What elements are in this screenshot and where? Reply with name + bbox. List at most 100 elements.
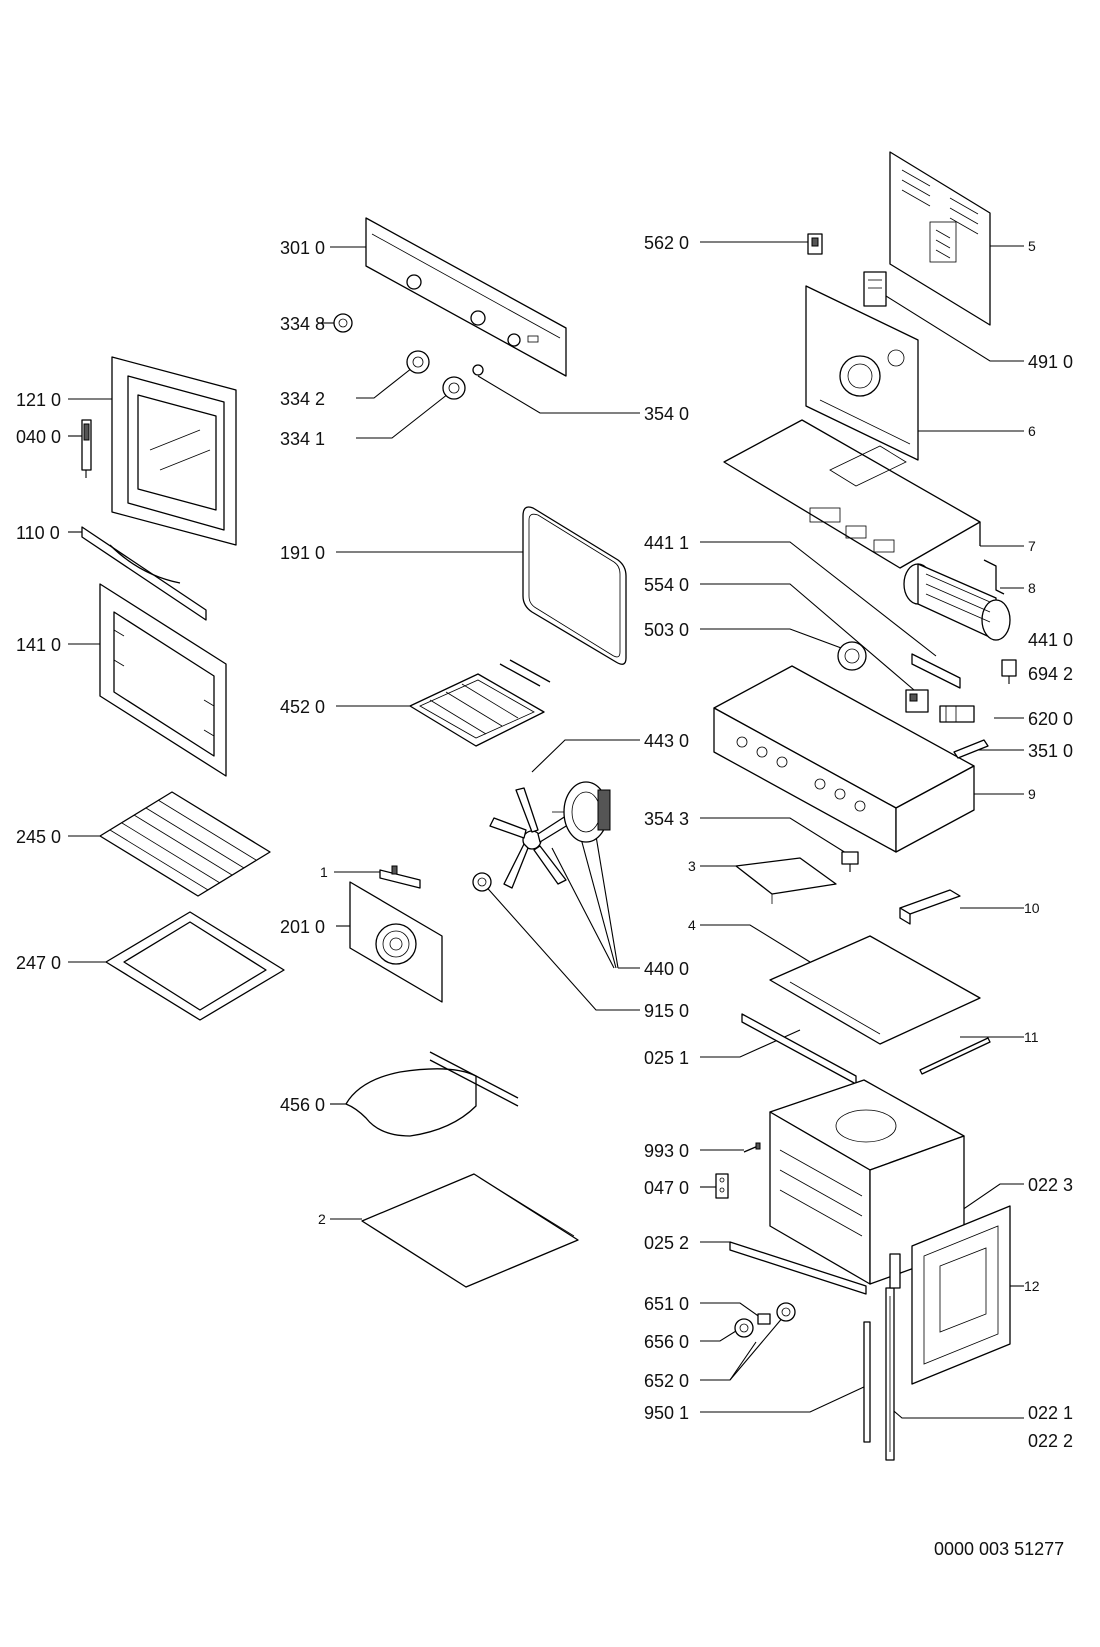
part-tangential-fan-441 [903,563,1011,641]
label-12: 12 [1024,1278,1040,1294]
part-back-wall-6 [805,285,919,461]
part-handle-110 [81,526,207,621]
label-3341: 334 1 [280,429,325,449]
label-8: 8 [1028,580,1036,596]
label-6942: 694 2 [1028,664,1073,684]
part-rear-fan-cover-201 [349,881,443,1003]
label-4400: 440 0 [644,959,689,979]
label-0251: 025 1 [644,1048,689,1068]
part-rail-11 [919,1037,991,1075]
part-oven-cavity [769,1079,965,1285]
label-9: 9 [1028,786,1036,802]
part-knob-6510 [757,1313,771,1325]
part-switch-562 [807,233,823,255]
label-3543: 354 3 [644,809,689,829]
part-cable-8 [983,559,1005,595]
label-5540: 554 0 [644,575,689,595]
part-support-0223 [889,1253,901,1289]
part-top-cover-7 [723,419,981,569]
label-1410: 141 0 [16,635,61,655]
part-rail-0252 [729,1241,867,1295]
part-knob-3348 [333,313,353,333]
label-11: 11 [1024,1029,1039,1045]
part-hinge-040 [81,419,92,478]
part-relay-554 [905,689,929,713]
label-2470: 247 0 [16,953,61,973]
part-bracket-10 [899,889,961,925]
part-side-strip-0221 [885,1287,895,1461]
part-hinge-047 [715,1173,729,1199]
part-fan-blade-443 [489,787,577,889]
label-0221: 022 1 [1028,1403,1073,1423]
part-screw-993 [743,1142,761,1153]
label-9150: 915 0 [644,1001,689,1021]
label-3: 3 [688,858,696,874]
part-lamp-351 [953,739,989,759]
label-4520: 452 0 [280,697,325,717]
part-rear-panel-5 [889,151,991,326]
label-5620: 562 0 [644,233,689,253]
label-0400: 040 0 [16,427,61,447]
part-lamp-socket-3543 [841,851,859,872]
part-bracket-3 [735,857,837,904]
label-6510: 651 0 [644,1294,689,1314]
label-3342: 334 2 [280,389,325,409]
part-door-seal-191 [522,506,627,665]
part-nut-915 [472,872,492,892]
label-6560: 656 0 [644,1332,689,1352]
label-3010: 301 0 [280,238,325,258]
label-1210: 121 0 [16,390,61,410]
label-1100: 110 0 [16,523,60,543]
part-switch-620 [939,705,975,723]
part-front-frame-12 [911,1205,1011,1385]
label-4: 4 [688,917,696,933]
part-connector-6942 [1001,659,1017,684]
label-7: 7 [1028,538,1036,554]
part-control-box-9 [713,665,975,853]
label-9930: 993 0 [644,1141,689,1161]
label-0223: 022 3 [1028,1175,1073,1195]
label-3540: 354 0 [644,404,689,424]
label-6520: 652 0 [644,1371,689,1391]
label-2450: 245 0 [16,827,61,847]
part-bottom-panel-2 [361,1173,579,1288]
part-top-plate-4 [769,935,981,1045]
label-1: 1 [320,864,328,880]
label-6: 6 [1028,423,1036,439]
part-terminal-block-4411 [911,653,961,689]
label-9501: 950 1 [644,1403,689,1423]
part-seal-strip-9501 [863,1321,871,1443]
label-4910: 491 0 [1028,352,1073,372]
leader-lines [68,241,1024,1419]
part-wire-shelf-245 [99,791,271,897]
part-outer-door-glass-141 [99,583,227,777]
part-lower-element-456 [345,1051,519,1137]
label-4411: 441 1 [644,533,689,553]
part-baking-tray-247 [105,911,285,1021]
label-0252: 025 2 [644,1233,689,1253]
label-4560: 456 0 [280,1095,325,1115]
part-fan-motor-440 [552,781,611,843]
label-0470: 047 0 [644,1178,689,1198]
part-thermostat-491 [863,271,887,307]
label-6200: 620 0 [1028,709,1073,729]
part-knob-6520 [776,1302,796,1322]
label-3510: 351 0 [1028,741,1073,761]
label-5030: 503 0 [644,620,689,640]
part-door-inner-frame [111,356,237,546]
label-4410: 441 0 [1028,630,1073,650]
document-number: 0000 003 51277 [934,1539,1064,1559]
label-0222: 022 2 [1028,1431,1073,1451]
part-lamp-lens-354 [472,364,484,376]
part-knob-3341 [442,376,466,400]
label-2010: 201 0 [280,917,325,937]
part-motor-503 [837,641,867,671]
part-bracket-1 [379,865,421,889]
part-knob-6560 [734,1318,754,1338]
label-1910: 191 0 [280,543,325,563]
part-control-panel-301 [365,217,567,377]
part-top-element-452 [409,659,551,747]
label-10: 10 [1024,900,1040,916]
part-labels: 301 0 334 8 334 2 334 1 354 0 121 0 040 … [16,233,1073,1559]
